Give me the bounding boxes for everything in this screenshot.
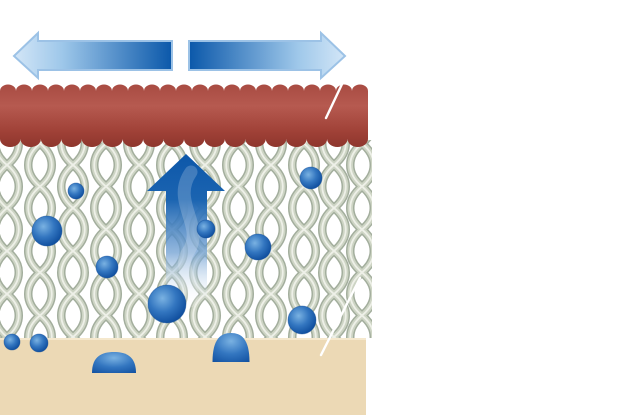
moisture-droplet <box>29 333 49 353</box>
moisture-droplet <box>299 166 323 190</box>
leader-line <box>319 276 362 357</box>
up-arrow-icon <box>147 154 225 306</box>
spread-arrows <box>12 30 347 81</box>
skin-surface-highlight <box>0 338 366 340</box>
skin-layer <box>0 338 366 415</box>
spread-arrow-left-icon <box>12 30 173 81</box>
moisture-droplet <box>287 305 317 335</box>
fiber-strand <box>123 140 155 338</box>
leader-line <box>324 80 345 120</box>
fiber-strand <box>288 140 320 338</box>
skin-surface <box>0 338 366 415</box>
moisture-droplet <box>147 284 187 324</box>
spread-arrow-right-icon <box>188 30 347 81</box>
moisture-droplet <box>196 219 216 239</box>
surface-droplet-bead <box>212 333 250 362</box>
surface-droplet-bead <box>92 352 136 373</box>
fabric-band-shape <box>0 84 368 147</box>
leader-lines <box>319 80 362 357</box>
fabric-surface-band <box>0 84 368 147</box>
droplet-layer <box>3 166 323 373</box>
moisture-droplet <box>67 182 85 200</box>
fiber-strand <box>255 140 287 338</box>
evaporation-arrow <box>147 154 225 308</box>
moisture-droplet <box>3 333 21 351</box>
moisture-droplet <box>244 233 272 261</box>
fiber-strand <box>24 140 56 338</box>
moisture-droplet <box>31 215 63 247</box>
fiber-strand <box>0 140 23 338</box>
fiber-strand <box>90 140 122 338</box>
vapor-swirl-icon <box>177 165 200 308</box>
moisture-droplet <box>95 255 119 279</box>
